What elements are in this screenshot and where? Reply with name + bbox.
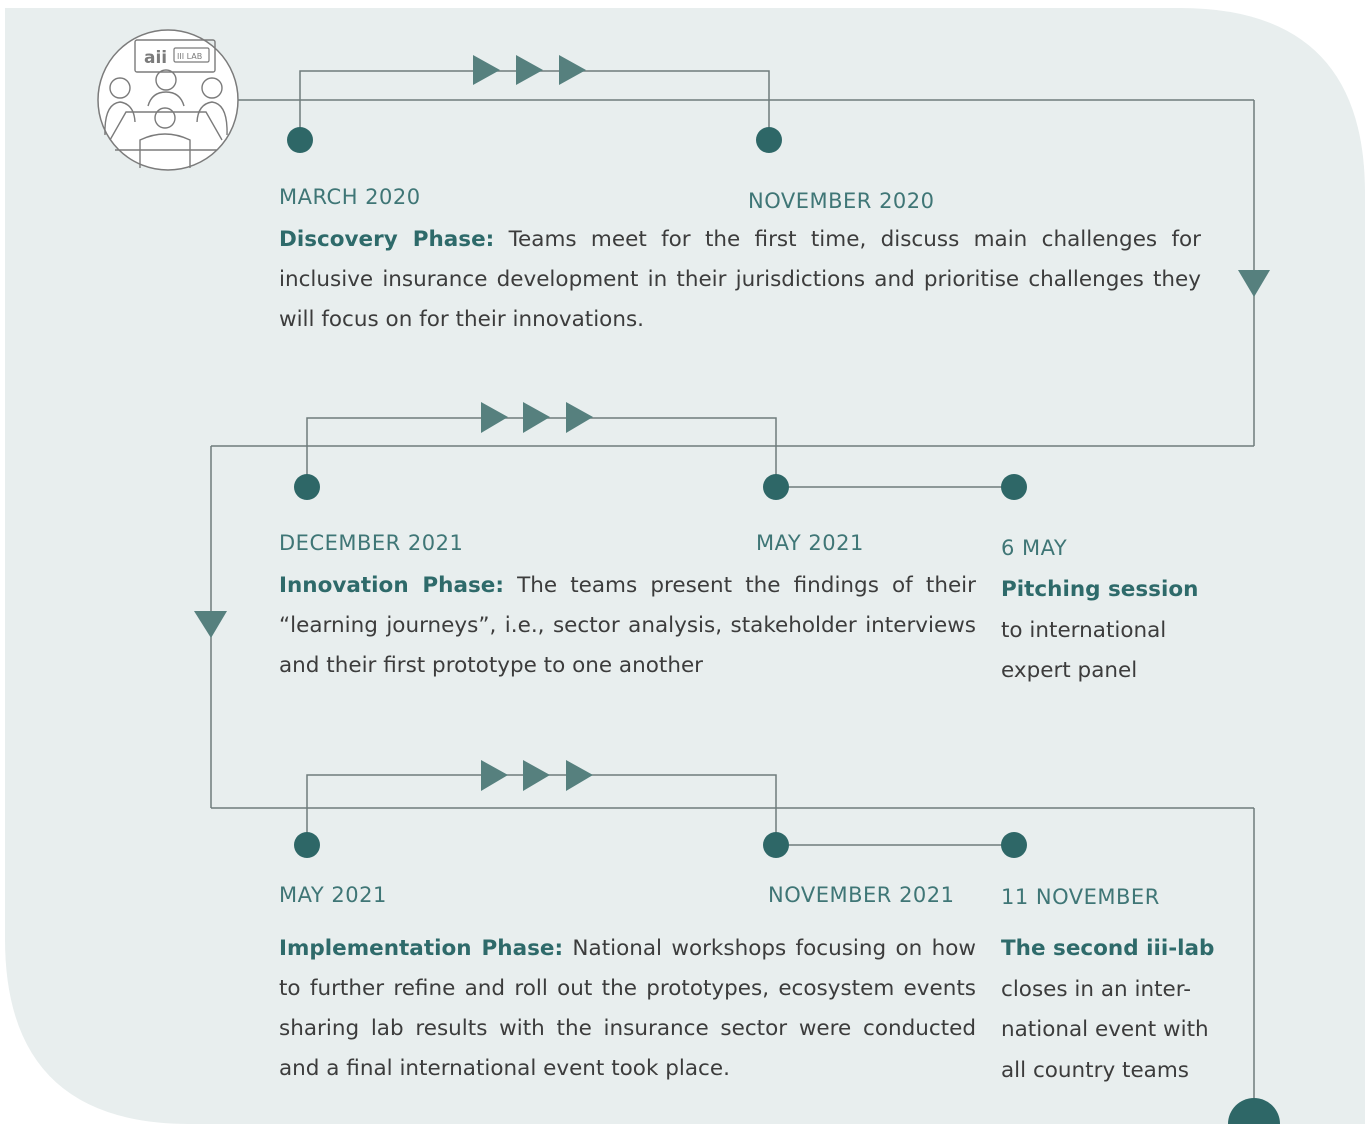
event-date: 11 NOVEMBER — [1001, 885, 1160, 909]
team-meeting-icon: aii III LAB — [97, 29, 239, 171]
event-text-line: to international — [1001, 617, 1167, 643]
phase-text: Teams meet for the first time, discuss m… — [279, 227, 1202, 332]
timeline-dot — [1001, 832, 1027, 858]
start-date: MARCH 2020 — [279, 185, 421, 209]
phase-text: National workshops focusing on how to fu… — [279, 936, 976, 1081]
timeline-dot — [294, 832, 320, 858]
event-text-line: all country teams — [1001, 1057, 1189, 1083]
phase-title: Innovation Phase: — [279, 573, 504, 598]
arrow-right-icon — [516, 55, 543, 85]
phase-description: Innovation Phase: The teams present the … — [279, 566, 976, 686]
arrow-right-icon — [566, 402, 593, 433]
phase-title: Implementation Phase: — [279, 936, 564, 961]
timeline-dot — [1001, 474, 1027, 500]
event-text-line: national event with — [1001, 1017, 1209, 1042]
event-title: Pitching session — [1001, 577, 1199, 602]
arrow-down-icon — [194, 611, 227, 638]
event-text-line: expert panel — [1001, 658, 1138, 683]
arrow-down-icon — [1238, 270, 1270, 297]
arrow-right-icon — [481, 760, 508, 791]
arrow-right-icon — [481, 402, 508, 433]
start-date: MAY 2021 — [279, 883, 387, 907]
arrow-right-icon — [473, 55, 500, 85]
icon-logo-text: aii — [144, 48, 167, 68]
timeline-dot — [294, 474, 320, 500]
phase-description: Implementation Phase: National workshops… — [279, 929, 976, 1089]
timeline-dot — [756, 127, 782, 153]
phase-text: The teams present the findings of their … — [279, 573, 976, 678]
phase-description: Discovery Phase: Teams meet for the firs… — [279, 220, 1201, 340]
direction-arrows — [194, 55, 1270, 791]
end-date: NOVEMBER 2021 — [768, 883, 955, 907]
timeline-dot — [763, 832, 789, 858]
end-marker — [1228, 1098, 1280, 1124]
event-text-line: closes in an inter- — [1001, 976, 1191, 1002]
event-description: Pitching session to international expert… — [1001, 570, 1198, 692]
timeline-dot — [763, 474, 789, 500]
arrow-right-icon — [566, 760, 593, 791]
end-date: NOVEMBER 2020 — [748, 189, 935, 213]
start-date: DECEMBER 2021 — [279, 531, 464, 555]
icon-badge-text: III LAB — [177, 52, 202, 61]
timeline-dot — [287, 127, 313, 153]
end-date: MAY 2021 — [756, 531, 864, 555]
phase-title: Discovery Phase: — [279, 227, 495, 252]
event-date: 6 MAY — [1001, 536, 1068, 560]
event-description: The second iii-lab closes in an inter- n… — [1001, 929, 1214, 1091]
event-title: The second iii-lab — [1001, 936, 1215, 961]
arrow-right-icon — [523, 760, 550, 791]
arrow-right-icon — [559, 55, 586, 85]
arrow-right-icon — [523, 402, 550, 433]
timeline-dots — [287, 127, 1280, 1124]
